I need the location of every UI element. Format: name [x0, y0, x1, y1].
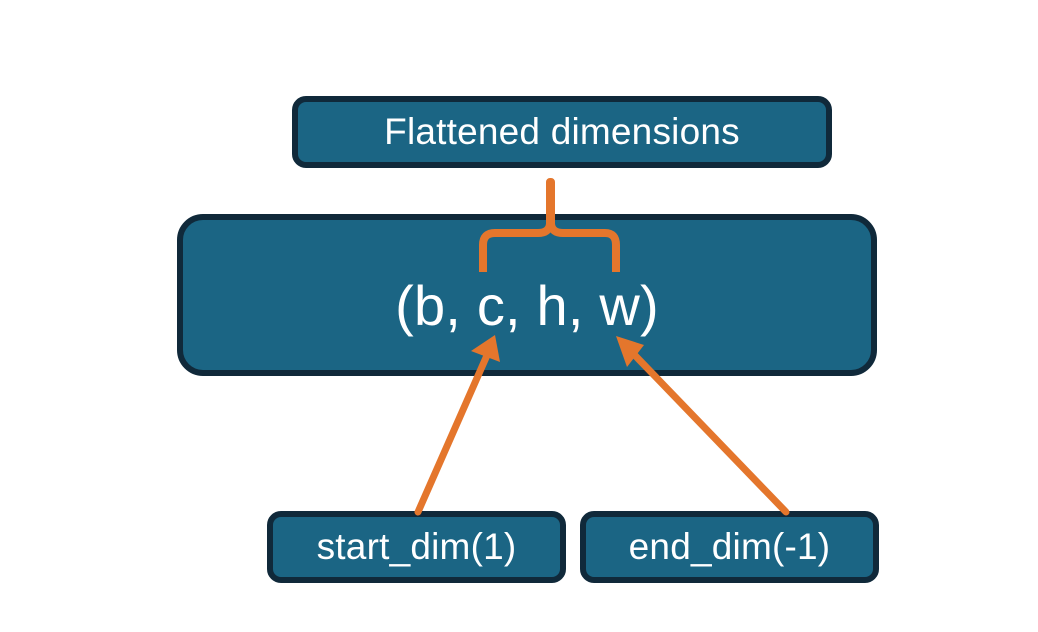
flattened-dimensions-label: Flattened dimensions [384, 111, 740, 152]
tensor-shape-box: (b, c, h, w) [177, 214, 877, 376]
tensor-shape-label: (b, c, h, w) [395, 273, 659, 337]
end-dim-box: end_dim(-1) [580, 511, 879, 583]
start-dim-label: start_dim(1) [316, 526, 517, 567]
end-dim-label: end_dim(-1) [628, 526, 831, 567]
start-dim-box: start_dim(1) [267, 511, 566, 583]
flattened-dimensions-box: Flattened dimensions [292, 96, 832, 168]
